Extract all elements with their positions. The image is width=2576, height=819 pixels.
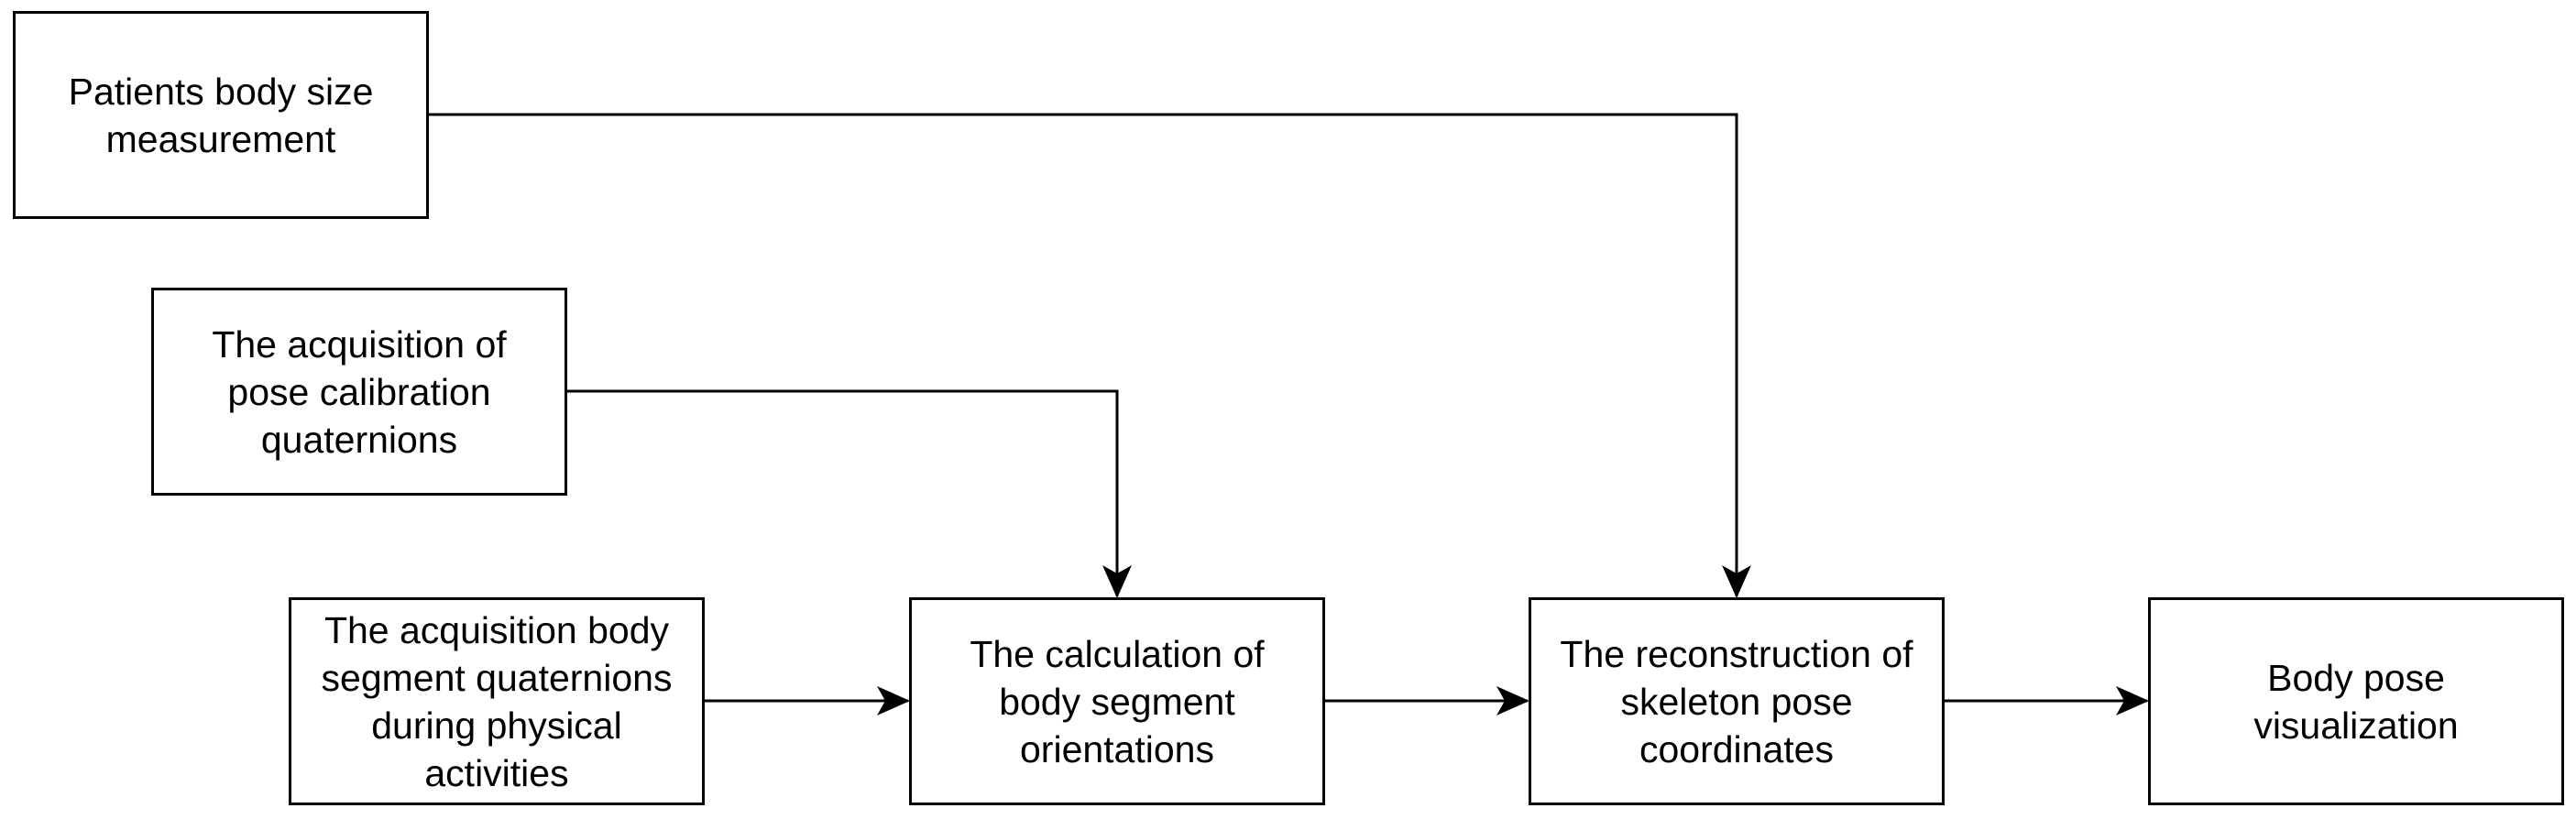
box-label: The acquisition of pose calibration quat…: [212, 322, 507, 461]
box-segment-quaternion-acquisition: The acquisition body segment quaternions…: [289, 597, 705, 805]
box-body-pose-visualization: Body pose visualization: [2148, 597, 2564, 805]
box-pose-calibration-acquisition: The acquisition of pose calibration quat…: [151, 288, 567, 496]
box-label: Body pose visualization: [2253, 656, 2459, 747]
box-label: The reconstruction of skeleton pose coor…: [1560, 632, 1913, 770]
connector-body-size-to-reconstruction: [428, 113, 1751, 598]
connector-pose-calibration-to-calculation: [566, 389, 1132, 598]
box-segment-orientation-calculation: The calculation of body segment orientat…: [909, 597, 1325, 805]
box-label: The acquisition body segment quaternions…: [321, 608, 673, 794]
box-patients-body-size-measurement: Patients body size measurement: [13, 11, 429, 219]
box-label: The calculation of body segment orientat…: [970, 632, 1265, 770]
box-label: Patients body size measurement: [68, 70, 374, 160]
box-skeleton-pose-reconstruction: The reconstruction of skeleton pose coor…: [1529, 597, 1945, 805]
